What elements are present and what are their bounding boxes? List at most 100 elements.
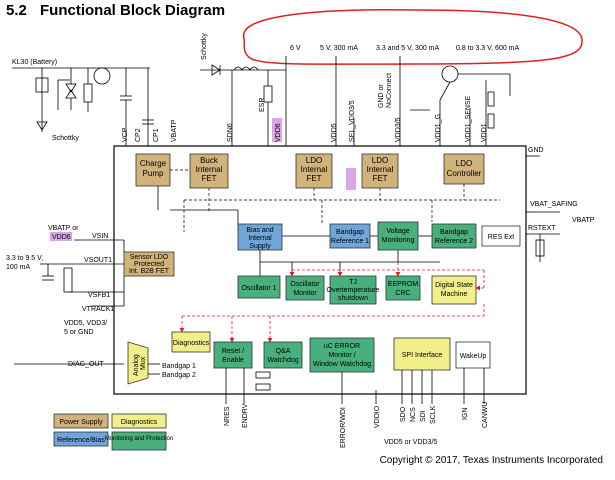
section-number: 5.2 — [6, 2, 27, 19]
block-qa-watchdog — [263, 341, 303, 369]
legend-swatch-power-supply — [53, 413, 109, 429]
pin-nres: NRES — [224, 406, 231, 426]
block-oscillator-1 — [237, 275, 281, 299]
legend-swatch-reference-bias — [53, 431, 109, 447]
voltage-monitoring-line-2: Monitoring — [382, 237, 415, 244]
vdd6-top-highlight — [272, 118, 282, 142]
overtemp-line-2: Overtemperature — [327, 287, 380, 294]
block-spi — [393, 337, 451, 371]
pin-canwu: CANWU — [482, 402, 489, 428]
pin-gnd: GND — [528, 147, 544, 154]
label-vdd-options-1: VDD5, VDD3/ — [64, 320, 107, 327]
uc-error-line-1: uC ERROR — [324, 343, 360, 350]
pin-endrv: ENDRV — [242, 403, 249, 428]
voltage-monitoring-line-1: Voltage — [386, 228, 409, 235]
block-diagnostics — [171, 331, 211, 353]
block-sensor-ldo — [123, 251, 175, 277]
buck-fet-line-2: Internal — [196, 165, 223, 174]
pin-vdd5: VDD5 — [331, 123, 338, 142]
legend-label-monitoring: Monitoring and Protection — [105, 436, 173, 442]
label-out-6v: 6 V — [290, 45, 301, 52]
block-ldo-controller — [443, 153, 485, 185]
legend-label-reference-bias: Reference/Bias — [57, 437, 105, 444]
block-bandgap-2 — [431, 223, 477, 249]
block-voltage-monitoring — [377, 221, 419, 251]
internal-solid-wiring — [157, 186, 560, 278]
reset-enable-line-2: Enable — [222, 357, 244, 364]
bandgap-2-line-1: Bandgap — [440, 229, 468, 236]
label-supply-range-2: 100 mA — [6, 264, 30, 271]
internal-dashed-wiring — [170, 169, 500, 232]
eeprom-line-2: CRC — [395, 290, 410, 297]
pin-vsout1: VSOUT1 — [84, 257, 112, 264]
pin-vtrack1: VTRACK1 — [82, 306, 114, 313]
ldo-controller-line-1: LDO — [456, 159, 472, 168]
vdd6-mid-highlight — [346, 168, 356, 190]
block-charge-pump — [135, 153, 171, 187]
osc-monitor-line-1: Oscillator — [290, 281, 320, 288]
bias-line-3: Supply — [249, 243, 271, 250]
block-osc-monitor — [285, 275, 325, 301]
label-vdd5-or: VDD5 or VDD3/5 — [384, 439, 437, 446]
label-schottky-top: Schottky — [201, 33, 208, 60]
qa-watchdog-line-1: Q&A — [276, 348, 291, 355]
pin-vddio: VDDIO — [374, 405, 381, 428]
pin-sdo: SDO — [400, 406, 407, 422]
qa-watchdog-line-2: Watchdog — [267, 357, 298, 364]
oscillator-1-label: Oscillator 1 — [241, 285, 276, 292]
left-wiring — [14, 239, 125, 365]
block-ldo-fet-1 — [295, 153, 333, 189]
legend-label-diagnostics: Diagnostics — [121, 419, 158, 426]
pin-vdd1-g: VDD1_G — [435, 114, 442, 142]
spi-label: SPI Interface — [402, 352, 443, 359]
pin-cp1: CP1 — [153, 128, 160, 142]
label-vdd-options-2: 5 or GND — [64, 329, 94, 336]
battery-input-network — [12, 67, 154, 146]
wakeup-label: WakeUp — [460, 353, 487, 360]
ldo-fet-1-line-2: Internal — [301, 165, 328, 174]
block-analog-mux — [127, 341, 149, 385]
highlight-ring — [242, 9, 583, 65]
pin-ncs: NCS — [410, 407, 417, 422]
uc-error-line-2: Monitor / — [328, 352, 355, 359]
block-bias — [237, 223, 283, 251]
copyright-notice: Copyright © 2017, Texas Instruments Inco… — [379, 455, 603, 466]
sensor-ldo-line-3: Int. B2B FET — [129, 268, 170, 275]
bandgap-1-line-1: Bandgap — [336, 229, 364, 236]
buck-fet-line-3: FET — [201, 174, 216, 183]
bias-line-1: Bias and — [246, 227, 273, 234]
pin-sdn6: SDN6 — [227, 123, 234, 142]
pin-vbatp-top: VBATP — [171, 119, 178, 142]
pin-vdd6-left: VDD6 — [52, 234, 71, 241]
overtemp-line-1: TJ — [349, 279, 357, 286]
pin-ign: IGN — [462, 408, 469, 420]
block-buck-fet — [189, 153, 229, 189]
pin-diag-out: DIAG_OUT — [68, 361, 105, 368]
pin-vbatp-or: VBATP or — [48, 225, 79, 232]
bias-line-2: Internal — [248, 235, 272, 242]
pin-error-wdi: ERROR/WDI — [340, 407, 347, 448]
pin-esr: ESR — [259, 98, 266, 112]
uc-error-line-3: Window Watchdog — [313, 361, 371, 368]
pin-vcp: VCP — [122, 127, 129, 142]
ic-boundary — [113, 145, 527, 395]
pin-rstext: RSTEXT — [528, 225, 556, 232]
sensor-ldo-line-1: Sensor LDO — [130, 254, 169, 261]
block-wakeup — [455, 341, 491, 369]
sensor-ldo-line-2: Protected — [134, 261, 164, 268]
reset-enable-line-1: Reset / — [222, 348, 244, 355]
pin-gnd-noconnect-1: GND or — [378, 84, 385, 108]
ldo-fet-1-line-1: LDO — [306, 156, 322, 165]
digital-state-line-1: Digital State — [435, 282, 473, 289]
label-bandgap-1-in: Bandgap 1 — [162, 363, 196, 370]
pin-vdd3-5: VDD3/5 — [395, 117, 402, 142]
pin-sel-vdd3-5: SEL_VDD3/5 — [349, 100, 356, 142]
diagnostics-label: Diagnostics — [173, 340, 210, 347]
ldo-controller-line-2: Controller — [447, 169, 482, 178]
bandgap-2-line-2: Reference 2 — [435, 238, 473, 245]
block-overtemp — [329, 275, 377, 305]
pin-gnd-noconnect-2: NoConnect — [386, 73, 393, 108]
label-out-5v: 5 V, 300 mA — [320, 45, 358, 52]
